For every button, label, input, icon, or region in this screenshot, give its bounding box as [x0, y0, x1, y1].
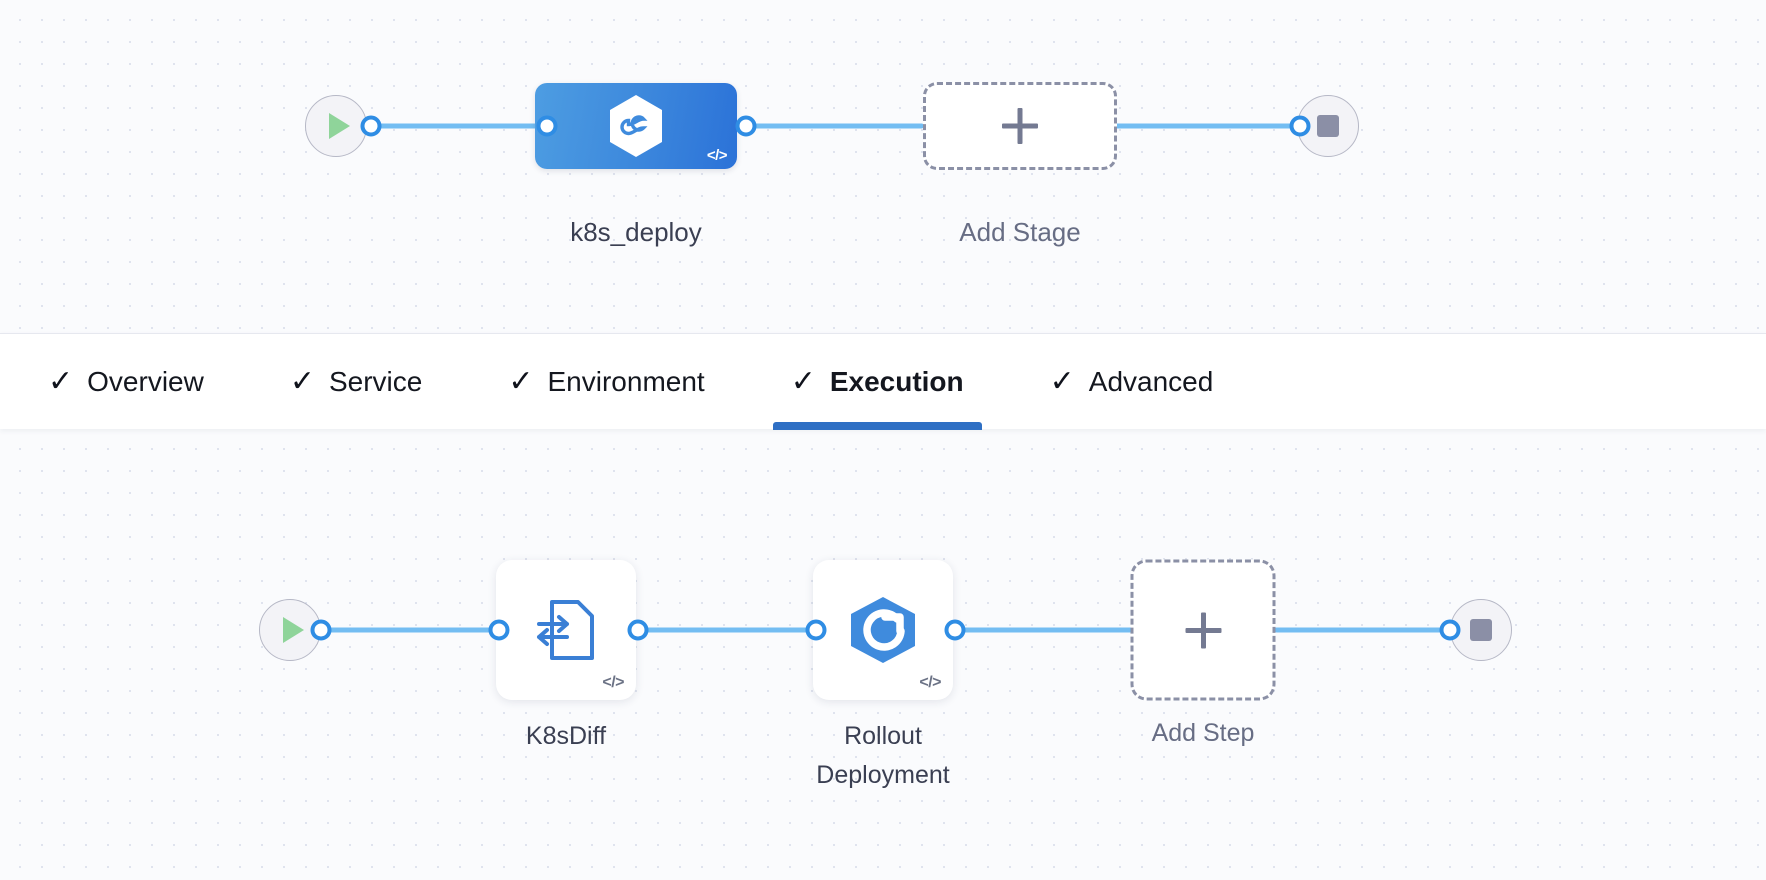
- stage-graph-canvas[interactable]: </> k8s_deploy Add Stage: [0, 0, 1766, 333]
- stage-start-port[interactable]: [360, 115, 382, 137]
- connector-add-stage-to-end: [1114, 123, 1304, 129]
- step-node-rollout-deployment[interactable]: </>: [813, 560, 953, 700]
- stage-end-port[interactable]: [1289, 115, 1311, 137]
- tab-overview[interactable]: ✓ Overview: [30, 334, 222, 429]
- execution-graph-canvas[interactable]: </> K8sDiff </> Rollout Deployment: [0, 429, 1766, 880]
- tab-environment[interactable]: ✓ Environment: [490, 334, 722, 429]
- rollout-out-port[interactable]: [944, 619, 966, 641]
- step-start-port[interactable]: [310, 619, 332, 641]
- connector-k8s-deploy-to-add-stage: [744, 123, 924, 129]
- add-step-label: Add Step: [1151, 719, 1255, 747]
- tab-label: Execution: [829, 365, 964, 397]
- stage-node-in-port[interactable]: [536, 115, 558, 137]
- check-icon: ✓: [790, 364, 816, 398]
- k8sdiff-out-port[interactable]: [627, 619, 649, 641]
- add-step-button[interactable]: [1130, 559, 1276, 701]
- execution-graph: </> K8sDiff </> Rollout Deployment: [0, 429, 1766, 880]
- connector-add-step-to-end: [1274, 627, 1444, 633]
- connector-start-to-k8sdiff: [290, 627, 510, 633]
- connector-start-to-k8s-deploy: [336, 123, 556, 129]
- check-icon: ✓: [508, 364, 534, 398]
- step-node-label-rollout-deployment: Rollout Deployment: [816, 722, 950, 789]
- stage-graph: </> k8s_deploy Add Stage: [0, 0, 1766, 333]
- tab-advanced[interactable]: ✓ Advanced: [1032, 334, 1232, 429]
- step-end-port[interactable]: [1439, 619, 1461, 641]
- stage-config-tabs: ✓ Overview ✓ Service ✓ Environment ✓ Exe…: [0, 333, 1766, 430]
- tab-execution[interactable]: ✓ Execution: [772, 334, 982, 430]
- k8sdiff-in-port[interactable]: [488, 619, 510, 641]
- check-icon: ✓: [48, 364, 74, 398]
- harness-hexagon-infinity-icon: [610, 95, 662, 157]
- document-diff-arrows-icon: [537, 600, 594, 660]
- check-icon: ✓: [289, 364, 315, 398]
- rollout-in-port[interactable]: [805, 619, 827, 641]
- stage-node-k8s-deploy[interactable]: </>: [535, 83, 737, 169]
- step-node-label-k8sdiff: K8sDiff: [525, 722, 607, 750]
- code-badge-icon[interactable]: </>: [602, 674, 624, 691]
- add-stage-button[interactable]: [923, 82, 1117, 170]
- connector-k8sdiff-to-rollout: [632, 627, 822, 633]
- tab-label: Overview: [87, 365, 204, 397]
- hexagon-rollout-refresh-icon: [851, 597, 915, 663]
- stage-start-node[interactable]: [305, 95, 367, 157]
- tab-label: Environment: [547, 365, 705, 397]
- tab-service[interactable]: ✓ Service: [272, 334, 441, 429]
- stop-icon: [1470, 619, 1492, 641]
- plus-icon: [1002, 108, 1038, 144]
- add-stage-label: Add Stage: [959, 217, 1081, 247]
- play-icon: [328, 113, 350, 139]
- play-icon: [282, 617, 304, 643]
- code-badge-icon[interactable]: </>: [706, 147, 728, 164]
- check-icon: ✓: [1049, 364, 1075, 398]
- connector-rollout-to-add-step: [948, 627, 1136, 633]
- code-badge-icon[interactable]: </>: [919, 674, 941, 691]
- stop-icon: [1317, 115, 1339, 137]
- stage-node-out-port[interactable]: [735, 115, 757, 137]
- tab-label: Service: [328, 365, 423, 397]
- tab-label: Advanced: [1088, 365, 1214, 397]
- plus-icon: [1185, 612, 1221, 648]
- stage-node-label: k8s_deploy: [570, 217, 702, 247]
- step-node-k8sdiff[interactable]: </>: [496, 560, 636, 700]
